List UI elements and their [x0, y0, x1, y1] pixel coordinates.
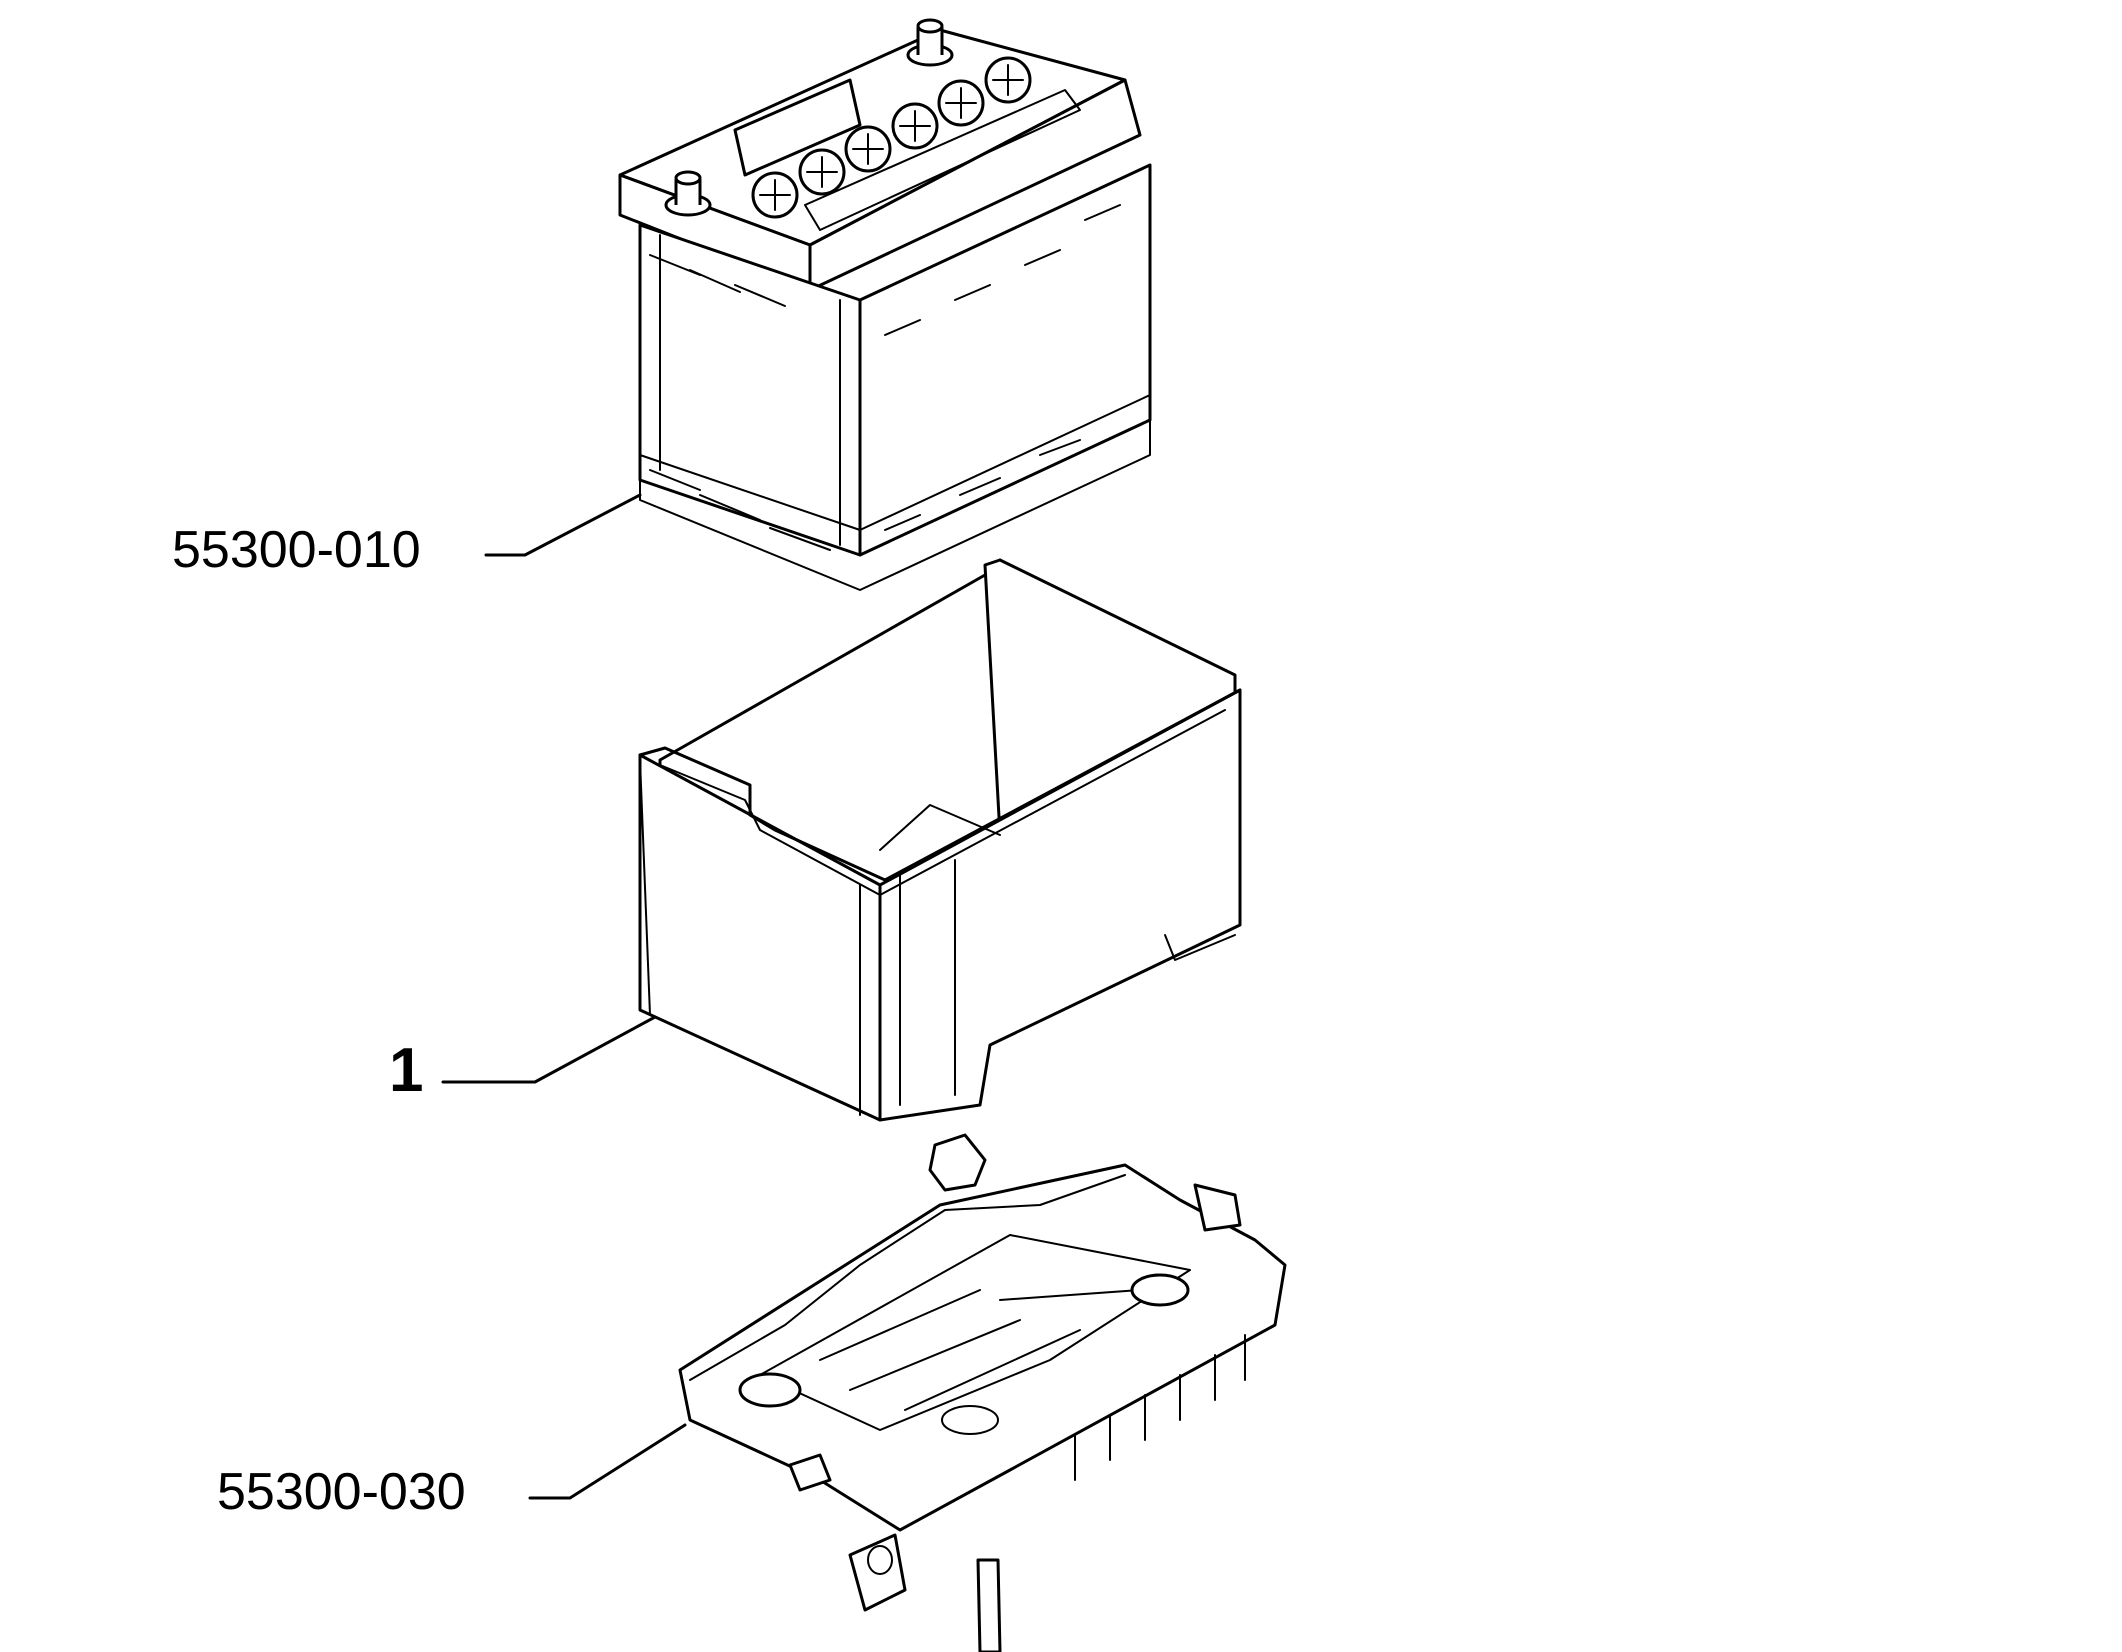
battery-tray-drawing	[678, 1133, 1287, 1652]
cell-caps	[751, 56, 1032, 219]
callout-label-battery-box: 1	[389, 1036, 424, 1105]
callout-label-battery: 55300-010	[172, 521, 421, 579]
callout-label-battery-tray: 55300-030	[217, 1463, 466, 1521]
terminal-positive	[906, 18, 954, 67]
battery-drawing	[618, 18, 1152, 591]
leader-line-battery-tray	[528, 1423, 687, 1500]
leader-line-battery	[484, 493, 642, 557]
leader-line-battery-box	[441, 1015, 657, 1084]
terminal-negative	[664, 170, 712, 217]
battery-box-drawing	[638, 558, 1242, 1122]
